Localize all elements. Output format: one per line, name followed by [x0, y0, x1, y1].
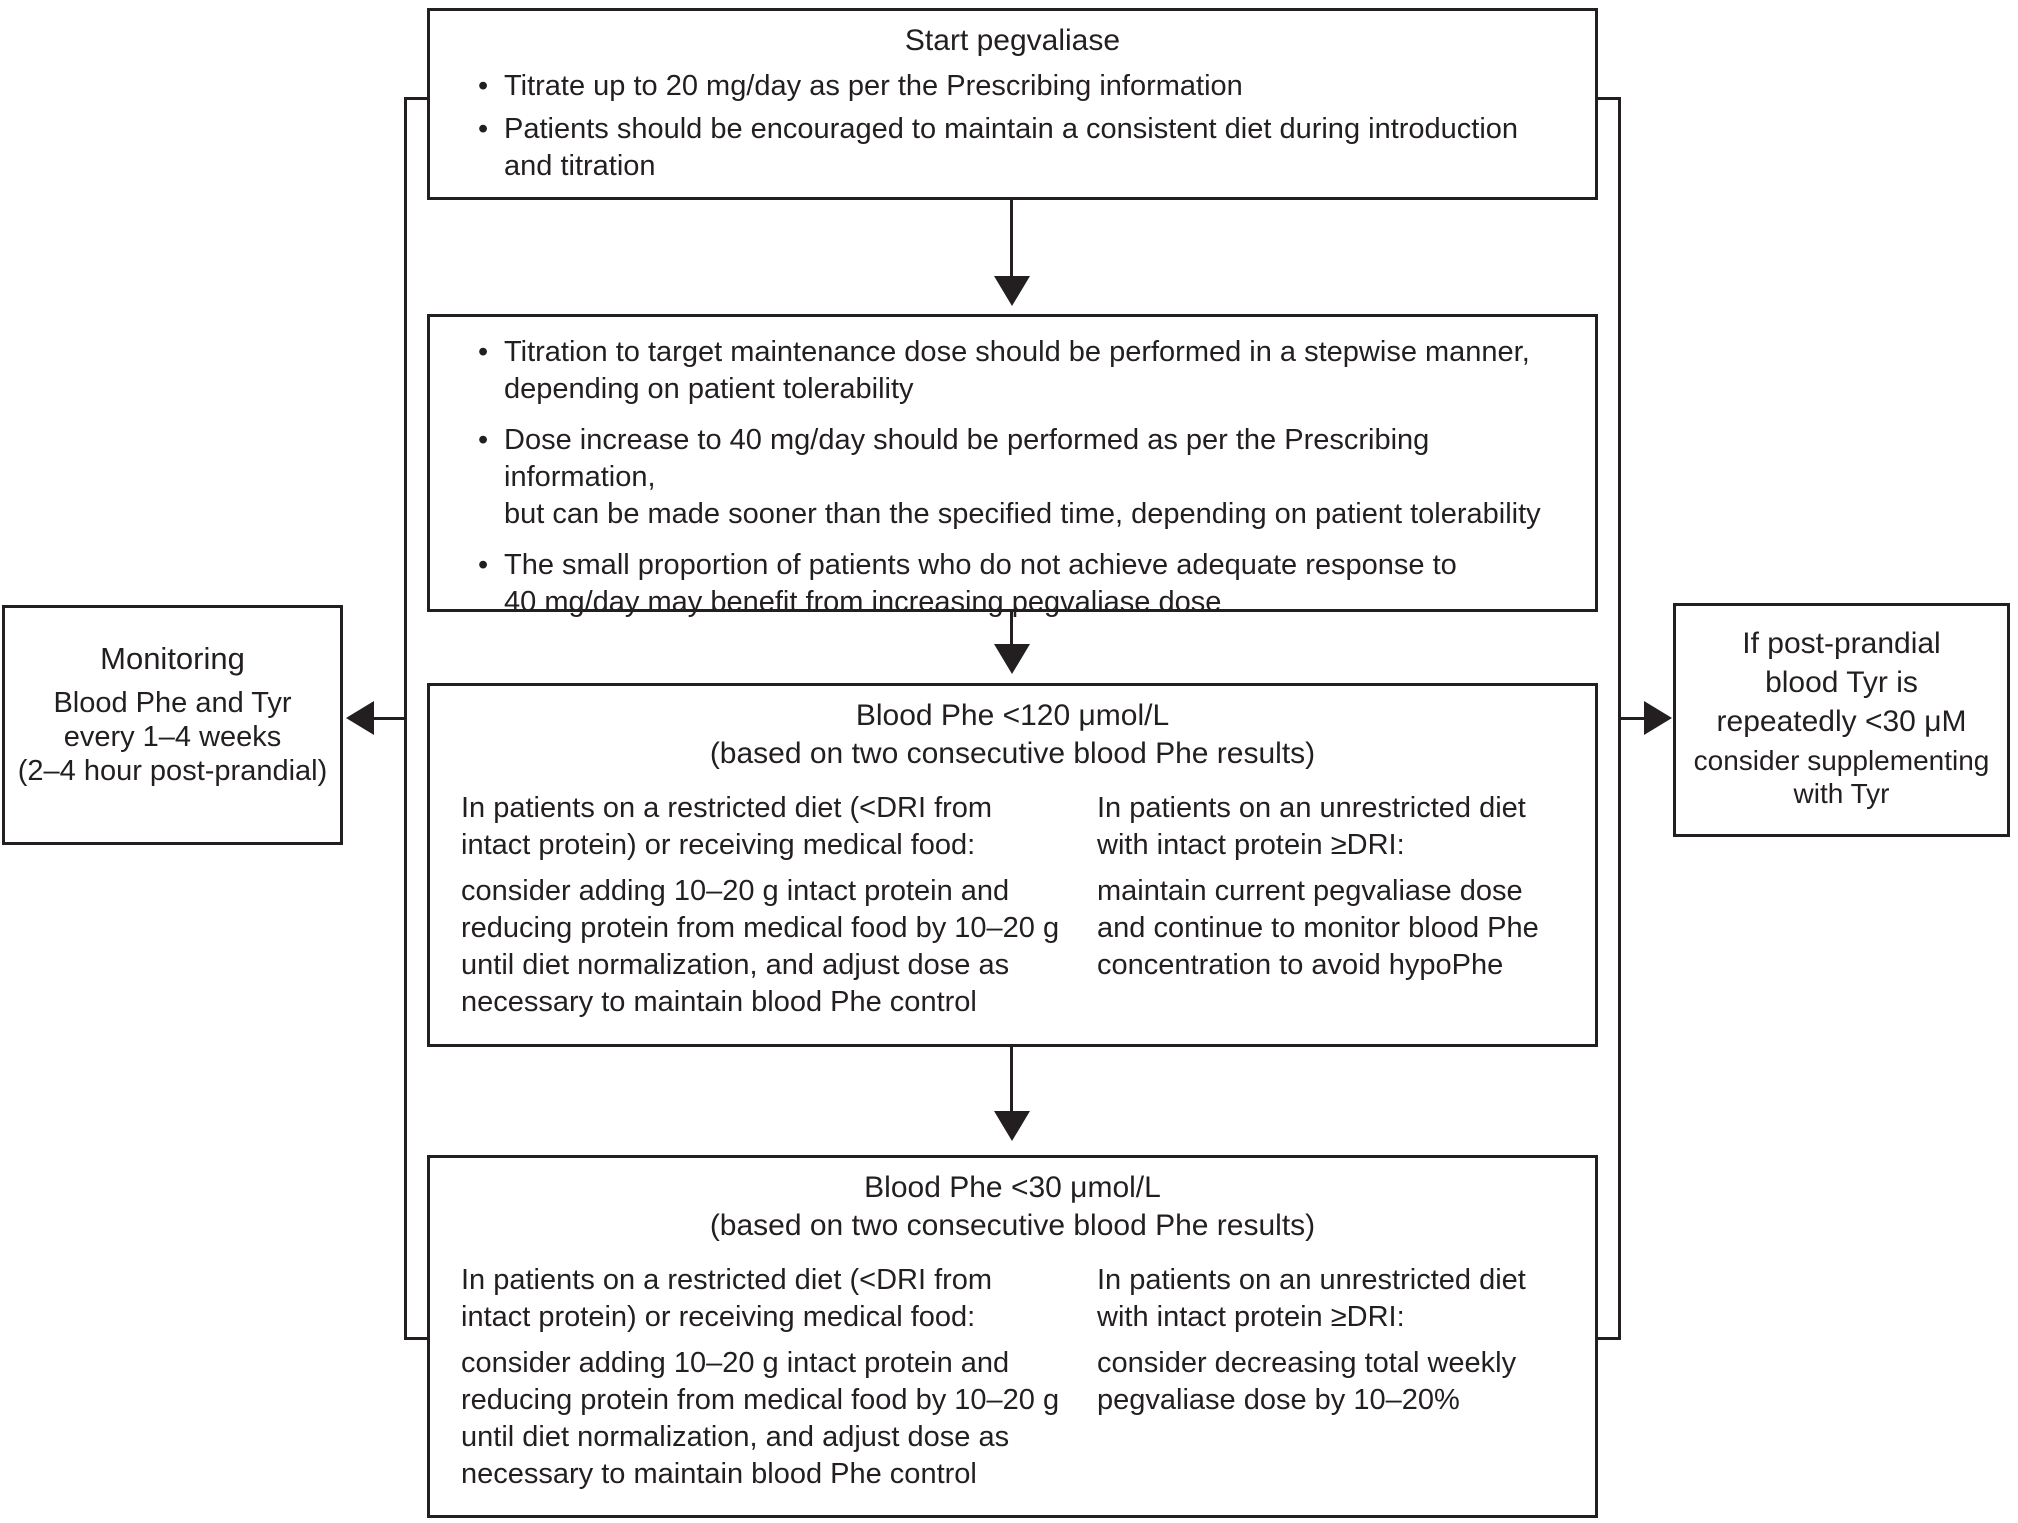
bullet-line: The small proportion of patients who do …	[504, 549, 1457, 581]
left-connector-bottom	[404, 1337, 427, 1340]
text-line: necessary to maintain blood Phe control	[461, 1458, 977, 1490]
text-line: until diet normalization, and adjust dos…	[461, 1421, 1010, 1453]
start-pegvaliase-box: Start pegvaliase • Titrate up to 20 mg/d…	[427, 8, 1598, 200]
bullet-line: Titrate up to 20 mg/day as per the Presc…	[504, 70, 1243, 102]
phe30-subtitle: (based on two consecutive blood Phe resu…	[709, 1209, 1316, 1242]
tyr-box-title-line: If post-prandial	[1742, 627, 1941, 660]
phe30-columns: In patients on a restricted diet (<DRI f…	[430, 1245, 1595, 1493]
arrow-down-3-head-icon	[994, 1111, 1030, 1141]
monitoring-box: Monitoring Blood Phe and Tyr every 1–4 w…	[2, 605, 343, 845]
bullet-text: Dose increase to 40 mg/day should be per…	[504, 422, 1565, 533]
text-line: consider adding 10–20 g intact protein a…	[461, 875, 1010, 907]
bullet-text: Patients should be encouraged to maintai…	[504, 111, 1518, 185]
arrow-down-2-head-icon	[994, 644, 1030, 674]
bullet-icon: •	[478, 70, 489, 102]
text-line: consider adding 10–20 g intact protein a…	[461, 1347, 1010, 1379]
list-item: • Titration to target maintenance dose s…	[478, 334, 1565, 408]
bullet-icon: •	[478, 424, 489, 456]
phe30-left-column: In patients on a restricted diet (<DRI f…	[461, 1262, 1071, 1493]
arrow-down-3-stem	[1010, 1047, 1013, 1113]
text-line: until diet normalization, and adjust dos…	[461, 949, 1010, 981]
text-line: In patients on a restricted diet (<DRI f…	[461, 792, 993, 824]
list-item: • Dose increase to 40 mg/day should be p…	[478, 422, 1565, 533]
phe120-subtitle: (based on two consecutive blood Phe resu…	[709, 737, 1316, 770]
titration-box: • Titration to target maintenance dose s…	[427, 314, 1598, 618]
text-line: maintain current pegvaliase dose	[1097, 875, 1523, 907]
arrow-left-head-icon	[346, 701, 374, 735]
arrow-left-stem	[372, 717, 406, 720]
tyr-box-title-line: blood Tyr is	[1765, 666, 1918, 699]
text-line: concentration to avoid hypoPhe	[1097, 949, 1504, 981]
monitoring-title: Monitoring	[100, 641, 245, 676]
bullet-icon: •	[478, 549, 489, 581]
bullet-text: The small proportion of patients who do …	[504, 547, 1457, 621]
text-line: consider decreasing total weekly	[1097, 1347, 1517, 1379]
list-item: • The small proportion of patients who d…	[478, 547, 1565, 621]
blood-phe-120-box: Blood Phe <120 μmol/L (based on two cons…	[427, 683, 1598, 1047]
text-line: with intact protein ≥DRI:	[1097, 829, 1405, 861]
text-line: with Tyr	[1793, 778, 1890, 809]
tyr-supplement-box: If post-prandial blood Tyr is repeatedly…	[1673, 603, 2010, 837]
arrow-down-1-stem	[1010, 200, 1013, 278]
right-connector-vertical	[1618, 97, 1621, 1340]
bullet-line: 40 mg/day may benefit from increasing pe…	[504, 586, 1222, 618]
bullet-line: depending on patient tolerability	[504, 373, 914, 405]
bullet-text: Titrate up to 20 mg/day as per the Presc…	[504, 68, 1243, 105]
arrow-down-1-head-icon	[994, 276, 1030, 306]
right-connector-bottom	[1598, 1337, 1621, 1340]
bullet-line: Patients should be encouraged to maintai…	[504, 113, 1519, 145]
text-line: intact protein) or receiving medical foo…	[461, 1301, 976, 1333]
bullet-line: Dose increase to 40 mg/day should be per…	[504, 424, 1430, 493]
text-line: In patients on a restricted diet (<DRI f…	[461, 1264, 993, 1296]
bullet-line: and titration	[504, 150, 656, 182]
text-line: In patients on an unrestricted diet	[1097, 792, 1526, 824]
bullet-line: but can be made sooner than the specifie…	[504, 498, 1541, 530]
arrow-right-head-icon	[1644, 701, 1672, 735]
right-connector-top	[1598, 97, 1621, 100]
start-box-title: Start pegvaliase	[904, 24, 1121, 57]
blood-phe-30-box: Blood Phe <30 μmol/L (based on two conse…	[427, 1155, 1598, 1518]
left-connector-top	[404, 97, 427, 100]
text-line: intact protein) or receiving medical foo…	[461, 829, 976, 861]
text-line: Blood Phe and Tyr	[53, 687, 292, 719]
text-line: pegvaliase dose by 10–20%	[1097, 1384, 1460, 1416]
phe120-right-column: In patients on an unrestricted diet with…	[1097, 790, 1595, 1021]
text-line: every 1–4 weeks	[63, 721, 282, 753]
bullet-icon: •	[478, 336, 489, 368]
tyr-box-title-line: repeatedly <30 μM	[1716, 705, 1967, 738]
text-line: with intact protein ≥DRI:	[1097, 1301, 1405, 1333]
bullet-line: Titration to target maintenance dose sho…	[504, 336, 1530, 368]
tyr-box-body: consider supplementing with Tyr	[1676, 744, 2007, 810]
list-item: • Titrate up to 20 mg/day as per the Pre…	[478, 68, 1565, 105]
text-line: In patients on an unrestricted diet	[1097, 1264, 1526, 1296]
phe120-columns: In patients on a restricted diet (<DRI f…	[430, 773, 1595, 1021]
text-line: consider supplementing	[1693, 745, 1990, 776]
text-line: (2–4 hour post-prandial)	[17, 755, 328, 787]
text-line: necessary to maintain blood Phe control	[461, 986, 977, 1018]
phe120-title: Blood Phe <120 μmol/L	[855, 699, 1170, 732]
text-line: and continue to monitor blood Phe	[1097, 912, 1539, 944]
arrow-right-stem	[1620, 717, 1648, 720]
bullet-icon: •	[478, 113, 489, 145]
arrow-down-2-stem	[1010, 612, 1013, 646]
list-item: • Patients should be encouraged to maint…	[478, 111, 1565, 185]
phe30-right-column: In patients on an unrestricted diet with…	[1097, 1262, 1595, 1493]
start-box-bullets: • Titrate up to 20 mg/day as per the Pre…	[430, 60, 1595, 185]
phe30-title: Blood Phe <30 μmol/L	[864, 1171, 1161, 1204]
bullet-text: Titration to target maintenance dose sho…	[504, 334, 1530, 408]
text-line: reducing protein from medical food by 10…	[461, 1384, 1060, 1416]
text-line: reducing protein from medical food by 10…	[461, 912, 1060, 944]
titration-box-bullets: • Titration to target maintenance dose s…	[430, 317, 1595, 621]
phe120-left-column: In patients on a restricted diet (<DRI f…	[461, 790, 1071, 1021]
